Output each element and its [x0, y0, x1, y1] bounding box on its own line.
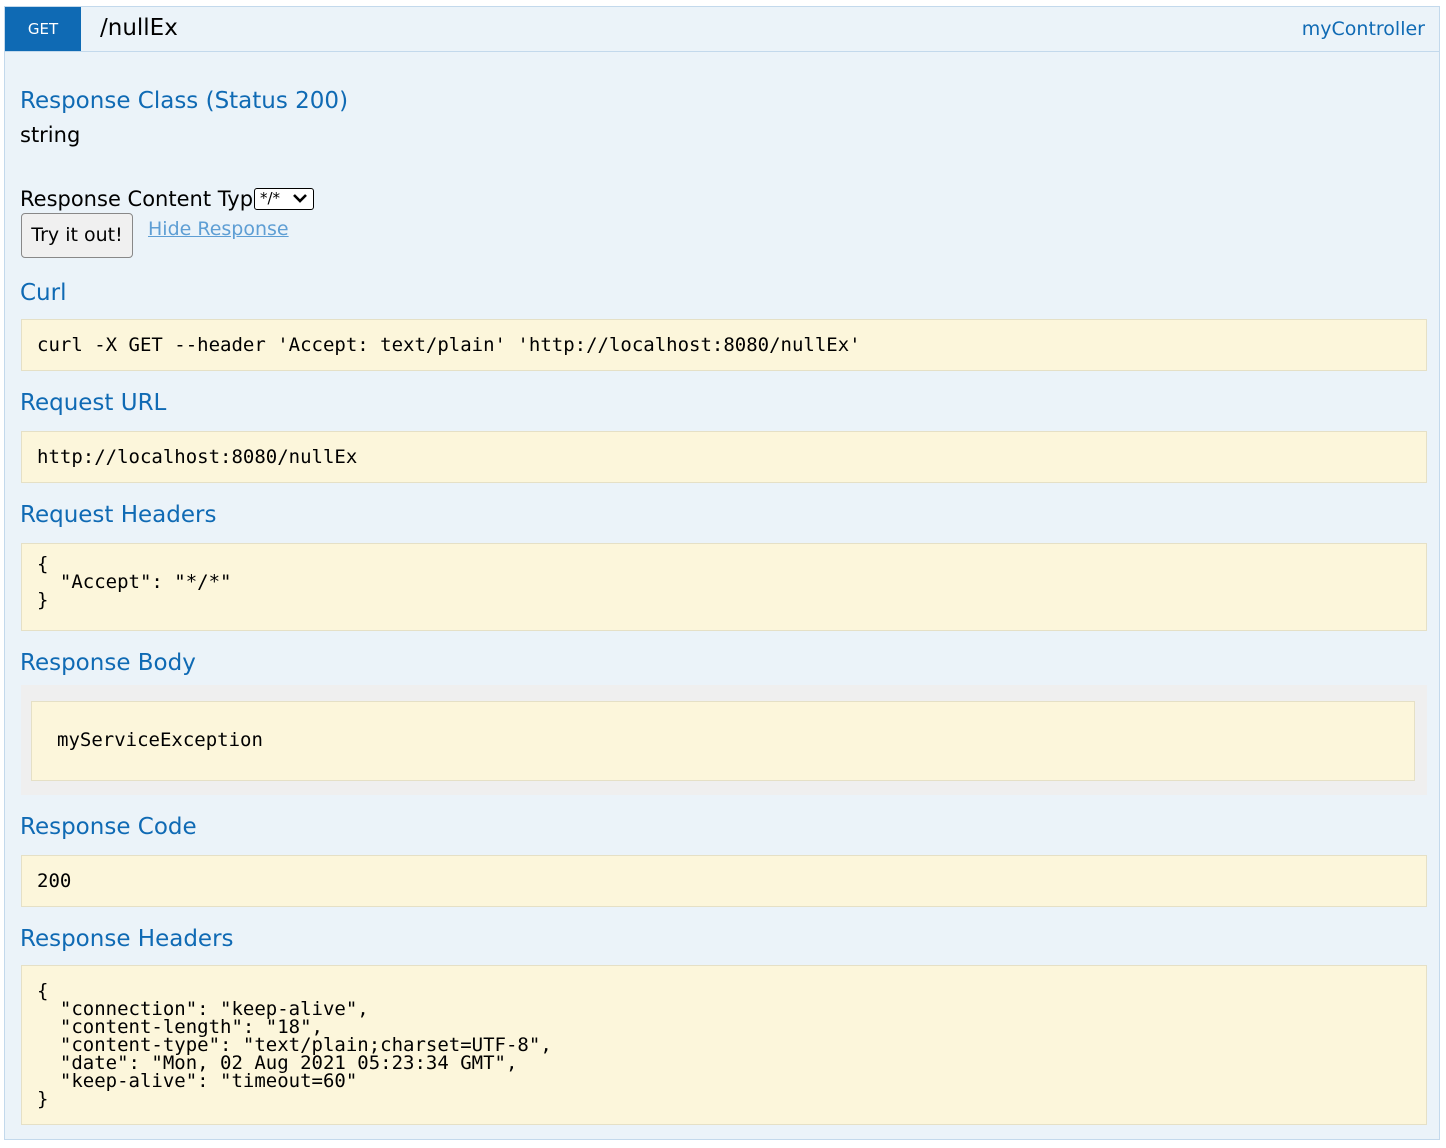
endpoint-path[interactable]: /nullEx	[100, 15, 178, 41]
curl-command: curl -X GET --header 'Accept: text/plain…	[37, 334, 861, 356]
response-body-block: myServiceException	[31, 701, 1415, 781]
try-it-out-button[interactable]: Try it out!	[21, 213, 133, 258]
response-headers-block: { "connection": "keep-alive", "content-l…	[21, 965, 1427, 1125]
response-code-value: 200	[37, 870, 72, 892]
response-code-block: 200	[21, 855, 1427, 907]
response-body-wrapper: myServiceException	[21, 685, 1427, 795]
response-body-value: myServiceException	[57, 729, 263, 751]
operation-panel: GET /nullEx myController Response Class …	[4, 6, 1440, 1140]
response-headers-heading: Response Headers	[20, 926, 234, 952]
curl-heading: Curl	[20, 280, 67, 306]
method-badge: GET	[5, 7, 81, 51]
hide-response-link[interactable]: Hide Response	[148, 218, 289, 240]
response-content-type-label: Response Content Type	[20, 187, 266, 211]
request-url-block: http://localhost:8080/nullEx	[21, 431, 1427, 483]
chevron-down-icon	[293, 194, 307, 203]
request-headers-block: { "Accept": "*/*" }	[21, 543, 1427, 631]
response-headers-value: { "connection": "keep-alive", "content-l…	[37, 980, 552, 1110]
content-type-select[interactable]: */*	[254, 188, 314, 210]
request-headers-heading: Request Headers	[20, 502, 217, 528]
response-body-heading: Response Body	[20, 650, 196, 676]
response-class-type: string	[20, 123, 81, 147]
curl-block: curl -X GET --header 'Accept: text/plain…	[21, 319, 1427, 371]
response-class-heading: Response Class (Status 200)	[20, 88, 349, 114]
request-headers-value: { "Accept": "*/*" }	[37, 553, 232, 611]
request-url-value: http://localhost:8080/nullEx	[37, 446, 358, 468]
request-url-heading: Request URL	[20, 390, 167, 416]
operation-header[interactable]: GET /nullEx myController	[5, 7, 1439, 52]
controller-tag-link[interactable]: myController	[1301, 18, 1425, 40]
response-code-heading: Response Code	[20, 814, 197, 840]
content-type-selected: */*	[260, 189, 281, 207]
